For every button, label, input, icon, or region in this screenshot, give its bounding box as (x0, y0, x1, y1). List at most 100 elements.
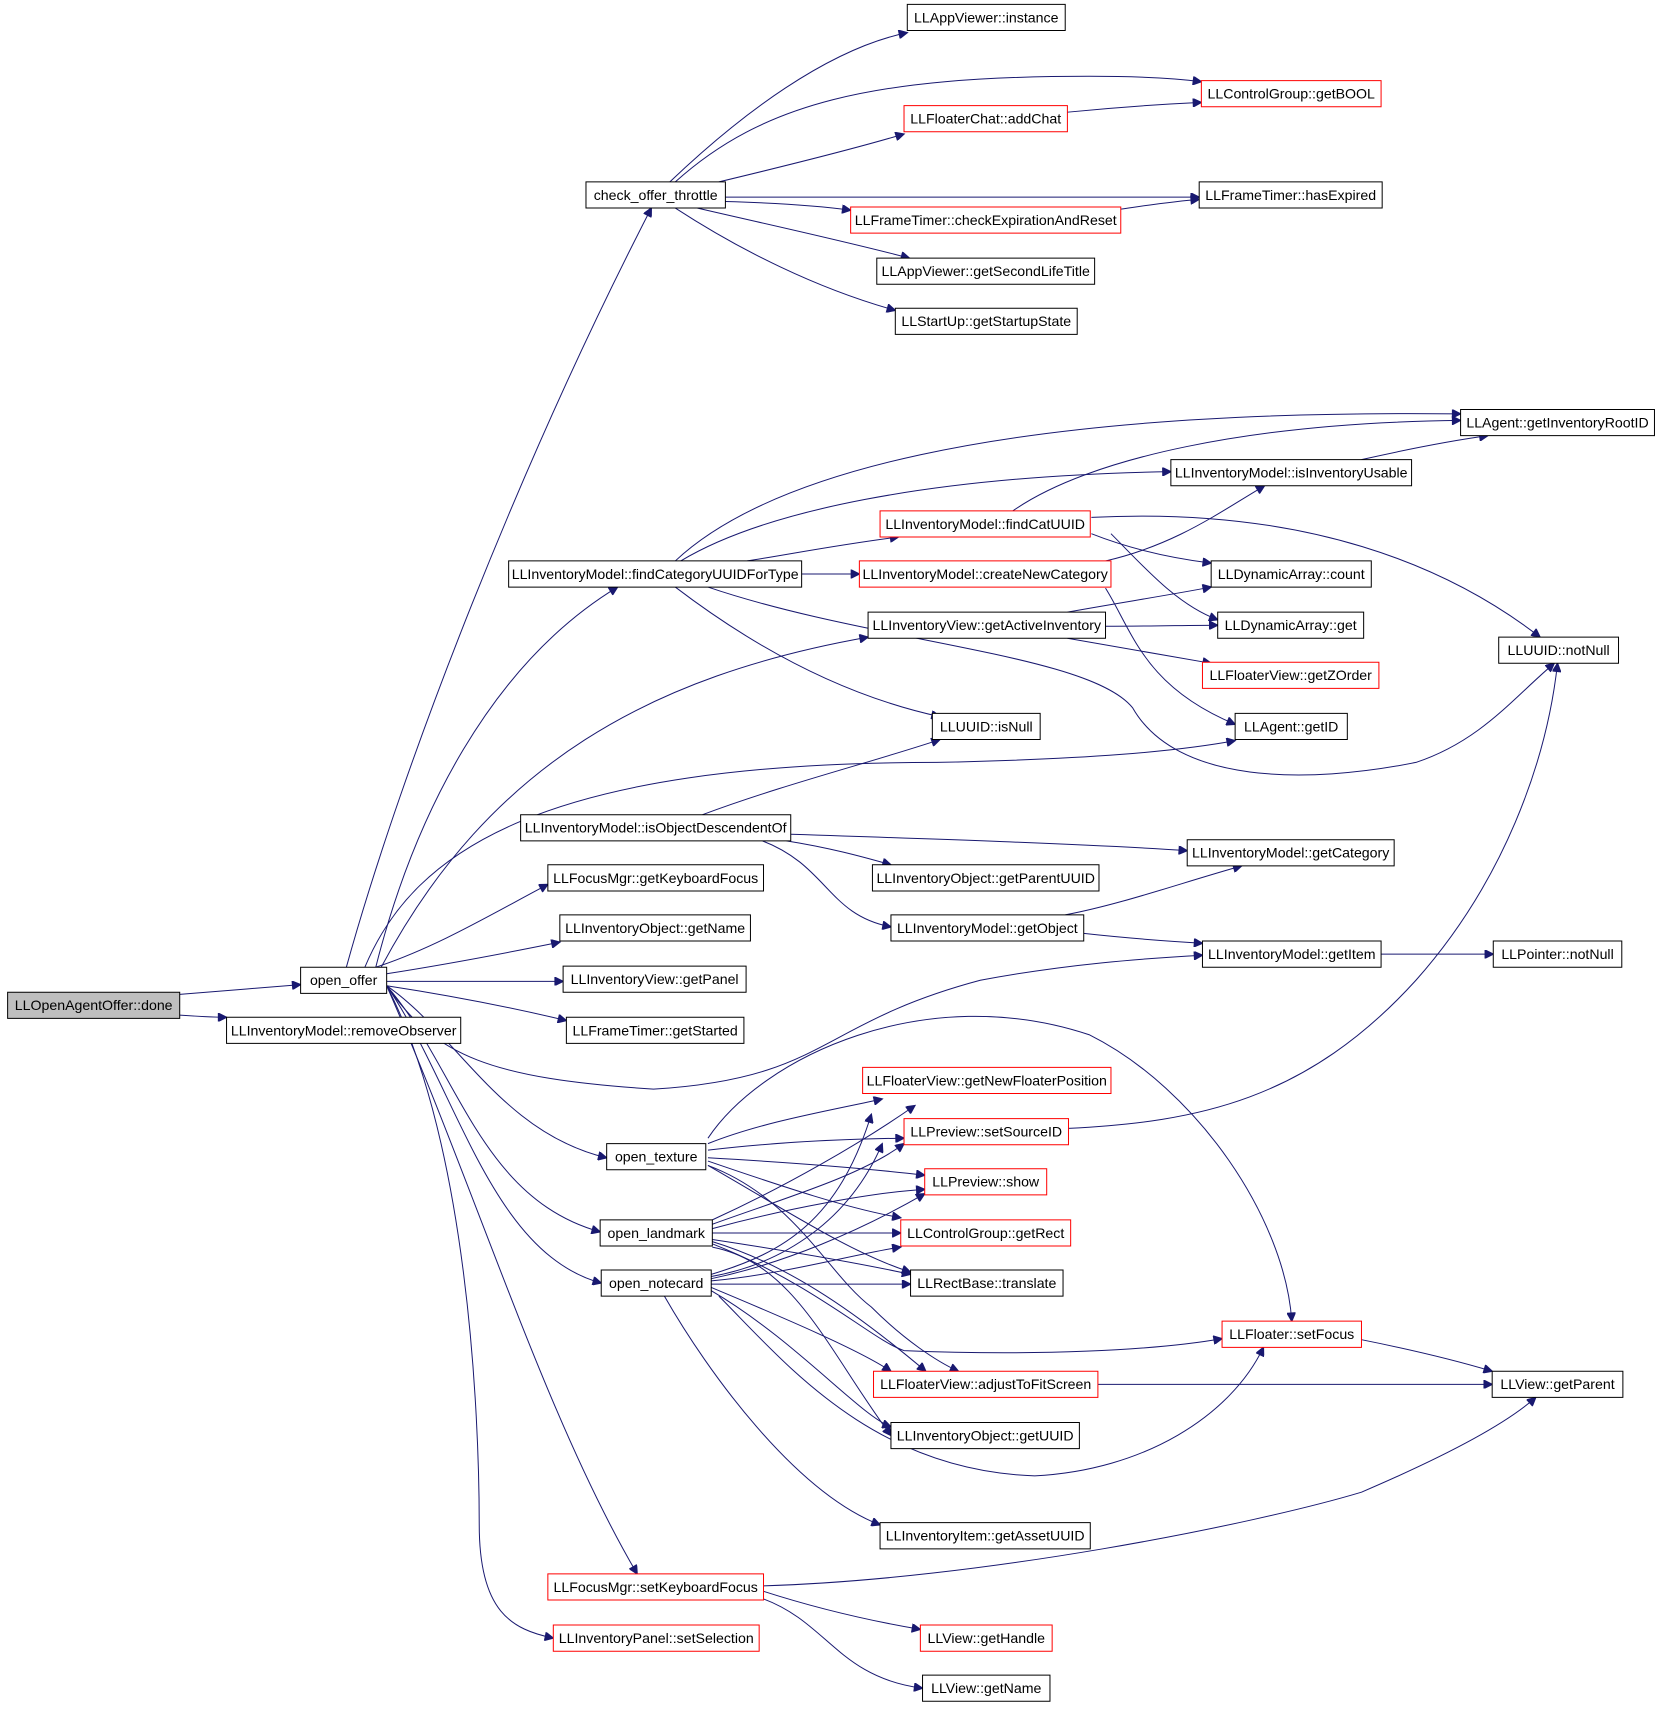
node-label: LLAgent::getID (1244, 718, 1338, 734)
node-getstarted[interactable]: LLFrameTimer::getStarted (566, 1017, 744, 1043)
node-label: LLRectBase::translate (917, 1275, 1056, 1291)
node-box (880, 511, 1090, 537)
node-removeobserver[interactable]: LLInventoryModel::removeObserver (227, 1017, 461, 1043)
node-addchat[interactable]: LLFloaterChat::addChat (904, 106, 1067, 132)
node-box (1202, 941, 1381, 967)
node-getobject[interactable]: LLInventoryModel::getObject (891, 915, 1084, 941)
node-check-offer-throttle[interactable]: check_offer_throttle (586, 182, 725, 208)
call-edge (708, 1165, 911, 1272)
node-box (521, 815, 791, 841)
node-label: open_offer (310, 972, 378, 988)
node-translate[interactable]: LLRectBase::translate (911, 1270, 1063, 1296)
node-getassetuuid[interactable]: LLInventoryItem::getAssetUUID (880, 1523, 1090, 1549)
node-label: LLInventoryModel::removeObserver (231, 1022, 457, 1038)
call-edge (703, 740, 940, 815)
node-getactiveinventory[interactable]: LLInventoryView::getActiveInventory (868, 612, 1105, 638)
node-setsourceid[interactable]: LLPreview::setSourceID (904, 1119, 1068, 1145)
call-edge (387, 986, 638, 1574)
node-getparentuuid[interactable]: LLInventoryObject::getParentUUID (872, 865, 1099, 891)
node-box (891, 915, 1084, 941)
call-edge (675, 208, 895, 310)
node-getinventoryrootid[interactable]: LLAgent::getInventoryRootID (1461, 410, 1655, 436)
node-label: LLInventoryObject::getUUID (897, 1427, 1074, 1443)
call-edge (764, 1591, 921, 1629)
node-uuid-notnull[interactable]: LLUUID::notNull (1499, 637, 1619, 663)
node-label: LLInventoryModel::findCatUUID (885, 516, 1085, 532)
call-edge (1106, 625, 1218, 626)
node-open-notecard[interactable]: open_notecard (601, 1270, 711, 1296)
call-edge (708, 1158, 925, 1175)
node-label: LLInventoryPanel::setSelection (559, 1630, 754, 1646)
node-getcategory[interactable]: LLInventoryModel::getCategory (1187, 840, 1394, 866)
node-getname[interactable]: LLView::getName (923, 1675, 1050, 1701)
node-box (607, 1144, 706, 1170)
call-edge (381, 637, 868, 967)
node-getstartupstate[interactable]: LLStartUp::getStartupState (895, 308, 1077, 334)
node-findcategoryuuidfortype[interactable]: LLInventoryModel::findCategoryUUIDForTyp… (509, 561, 802, 587)
node-isobjectdescendentof[interactable]: LLInventoryModel::isObjectDescendentOf (521, 815, 791, 841)
call-edge (708, 587, 1554, 775)
node-getuuid[interactable]: LLInventoryObject::getUUID (891, 1422, 1079, 1448)
node-open-offer[interactable]: open_offer (301, 967, 387, 993)
node-label: open_landmark (607, 1225, 705, 1241)
node-getpanel[interactable]: LLInventoryView::getPanel (563, 966, 746, 992)
node-setfocus[interactable]: LLFloater::setFocus (1222, 1321, 1361, 1347)
call-edge (791, 834, 1187, 850)
node-isnull[interactable]: LLUUID::isNull (932, 713, 1040, 739)
node-getrect[interactable]: LLControlGroup::getRect (901, 1220, 1071, 1246)
node-box (1187, 840, 1394, 866)
node-label: open_notecard (609, 1275, 703, 1291)
node-da-get[interactable]: LLDynamicArray::get (1218, 612, 1364, 638)
node-box (904, 1119, 1068, 1145)
node-label: LLFrameTimer::checkExpirationAndReset (855, 212, 1117, 228)
call-edge (1091, 534, 1211, 563)
node-show[interactable]: LLPreview::show (925, 1169, 1047, 1195)
node-setselection[interactable]: LLInventoryPanel::setSelection (553, 1625, 759, 1651)
call-edge (670, 33, 907, 182)
node-setkeyboardfocus[interactable]: LLFocusMgr::setKeyboardFocus (548, 1574, 764, 1600)
call-edge (712, 1242, 925, 1372)
node-done[interactable]: LLOpenAgentOffer::done (8, 992, 180, 1018)
node-getparent[interactable]: LLView::getParent (1492, 1371, 1623, 1397)
call-edge (711, 1194, 924, 1279)
node-open-texture[interactable]: open_texture (607, 1144, 706, 1170)
call-edge (697, 208, 909, 258)
node-label: LLInventoryItem::getAssetUUID (886, 1528, 1085, 1544)
node-instance[interactable]: LLAppViewer::instance (907, 4, 1065, 30)
node-open-landmark[interactable]: open_landmark (600, 1220, 712, 1246)
call-edge (712, 1247, 891, 1435)
node-getzorder[interactable]: LLFloaterView::getZOrder (1202, 662, 1378, 688)
node-createnewcategory[interactable]: LLInventoryModel::createNewCategory (859, 561, 1111, 587)
node-gethandle[interactable]: LLView::getHandle (920, 1625, 1052, 1651)
node-hasexpired[interactable]: LLFrameTimer::hasExpired (1199, 182, 1382, 208)
node-getkeyboardfocus[interactable]: LLFocusMgr::getKeyboardFocus (548, 865, 764, 891)
function-nodes: LLOpenAgentOffer::doneopen_offerLLInvent… (8, 4, 1655, 1701)
node-getnewfloaterposition[interactable]: LLFloaterView::getNewFloaterPosition (863, 1067, 1111, 1093)
node-label: LLDynamicArray::count (1218, 566, 1365, 582)
node-label: LLPreview::setSourceID (910, 1124, 1062, 1140)
node-inv-getname[interactable]: LLInventoryObject::getName (560, 915, 751, 941)
call-edge (712, 1244, 1222, 1353)
node-ptr-notnull[interactable]: LLPointer::notNull (1493, 941, 1622, 967)
node-label: LLUUID::isNull (940, 718, 1033, 734)
call-edge (387, 986, 554, 1638)
call-edge (711, 1144, 882, 1277)
node-label: LLFloaterView::adjustToFitScreen (880, 1376, 1091, 1392)
node-getsecondlifetitle[interactable]: LLAppViewer::getSecondLifeTitle (877, 258, 1095, 284)
node-box (868, 612, 1105, 638)
node-getitem[interactable]: LLInventoryModel::getItem (1202, 941, 1381, 967)
node-isinventoryusable[interactable]: LLInventoryModel::isInventoryUsable (1171, 460, 1412, 486)
node-getbool[interactable]: LLControlGroup::getBOOL (1201, 81, 1381, 107)
node-box (925, 1169, 1047, 1195)
call-edge (725, 201, 850, 210)
node-da-count[interactable]: LLDynamicArray::count (1211, 561, 1371, 587)
call-edge (712, 1106, 915, 1220)
node-checkexpiration[interactable]: LLFrameTimer::checkExpirationAndReset (851, 207, 1121, 233)
node-adjusttofitscreen[interactable]: LLFloaterView::adjustToFitScreen (874, 1371, 1098, 1397)
node-agent-getid[interactable]: LLAgent::getID (1235, 713, 1347, 739)
call-edge (346, 208, 651, 967)
node-box (1218, 612, 1364, 638)
call-edge (387, 955, 1203, 1089)
node-findcatuuid[interactable]: LLInventoryModel::findCatUUID (880, 511, 1090, 537)
